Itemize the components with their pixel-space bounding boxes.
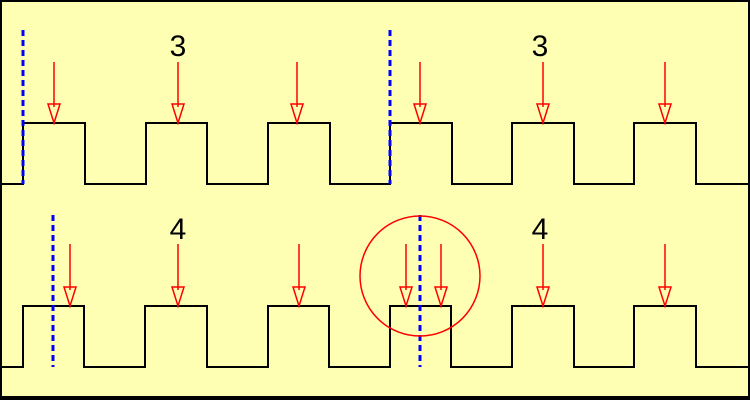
arrow-head-icon (657, 286, 673, 309)
arrow-head-icon (535, 103, 551, 126)
arrow-head-icon (170, 286, 186, 309)
row2-label-left: 4 (170, 213, 187, 246)
square-wave-row2 (0, 305, 750, 368)
row2-label-right: 4 (532, 213, 549, 246)
arrow-head-icon (170, 103, 186, 126)
highlight-circle (359, 215, 481, 337)
row1-label-right: 3 (532, 30, 549, 63)
arrow-head-icon (62, 286, 78, 309)
row1-label-left: 3 (170, 30, 187, 63)
arrow-head-icon (289, 103, 305, 126)
arrow-head-icon (535, 286, 551, 309)
arrow-head-icon (433, 286, 449, 309)
square-wave-row1 (0, 122, 750, 185)
arrow-head-icon (398, 286, 414, 309)
arrow-head-icon (46, 103, 62, 126)
arrow-head-icon (657, 103, 673, 126)
arrow-head-icon (291, 286, 307, 309)
arrow-head-icon (412, 103, 428, 126)
